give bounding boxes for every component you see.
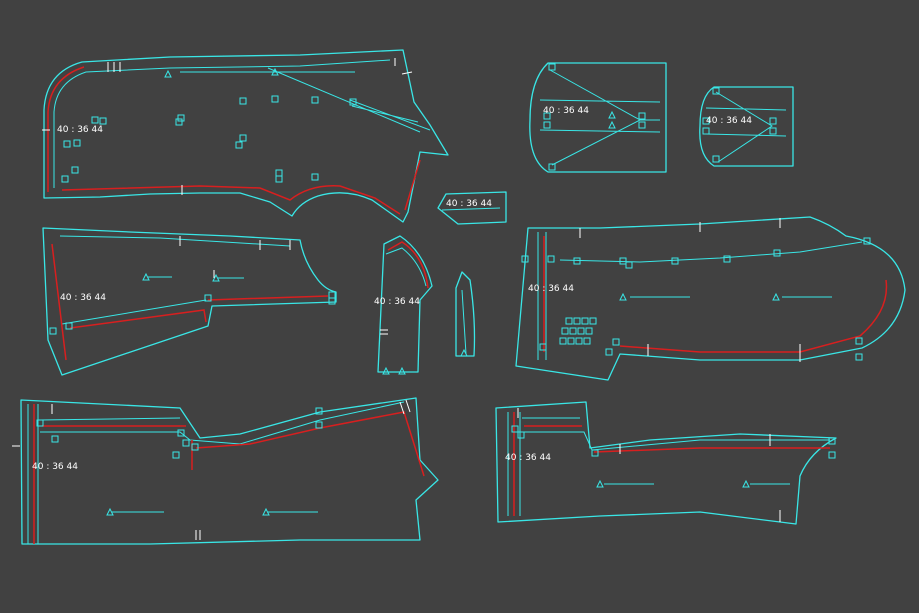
trouser-back-notches: [517, 408, 781, 522]
sleeve-top-outline: [515, 216, 906, 381]
piece-trouser-back[interactable]: 40 : 36 44: [495, 401, 837, 525]
sleeve-top-size-label: 40 : 36 44: [528, 284, 574, 294]
front-panel-grain-arrow-2: [271, 67, 279, 76]
back-panel-markers: [49, 291, 336, 335]
back-panel-notches: [179, 236, 291, 278]
trouser-front-seam: [33, 404, 425, 544]
front-panel-notches: [42, 58, 413, 195]
sleeve-top-seam: [543, 236, 888, 353]
small-strip-outline: [455, 271, 476, 357]
piece-small-strip[interactable]: [455, 271, 476, 357]
piece-back-panel[interactable]: 40 : 36 44: [42, 227, 337, 376]
lining-small-outline: [699, 86, 794, 167]
sleeve-top-inner: [537, 232, 863, 360]
pocket-flap-outline: [437, 191, 507, 225]
back-panel-outline: [42, 227, 337, 376]
trouser-front-inner: [27, 401, 405, 544]
front-panel-outline: [43, 49, 449, 223]
front-panel-size-label: 40 : 36 44: [57, 125, 103, 135]
trouser-back-seam: [513, 412, 830, 516]
trouser-back-outline: [495, 401, 837, 525]
collar-band-size-label: 40 : 36 44: [374, 297, 420, 307]
sleeve-top-markers: [521, 237, 871, 361]
back-panel-size-label: 40 : 36 44: [60, 293, 106, 303]
lining-large-markers: [543, 63, 646, 171]
piece-trouser-front[interactable]: 40 : 36 44: [12, 397, 439, 545]
lining-small-size-label: 40 : 36 44: [706, 116, 752, 126]
piece-pocket-flap[interactable]: 40 : 36 44: [437, 191, 507, 225]
piece-front-panel[interactable]: 40 : 36 44: [42, 49, 449, 223]
front-panel-inner: [53, 59, 391, 188]
sleeve-top-notches: [579, 218, 801, 362]
trouser-back-inner: [507, 412, 830, 516]
collar-band-inner: [385, 247, 427, 287]
front-panel-grain-arrow: [164, 69, 172, 78]
back-panel-seam: [51, 243, 329, 361]
back-panel-inner: [59, 235, 291, 325]
piece-lining-large[interactable]: 40 : 36 44: [529, 62, 667, 173]
lining-large-size-label: 40 : 36 44: [543, 106, 589, 116]
lining-large-inner: [539, 69, 661, 166]
trouser-front-outline: [20, 397, 439, 545]
pocket-flap-inner: [441, 207, 501, 211]
lining-small-markers: [702, 87, 777, 163]
trouser-front-notches: [12, 399, 411, 540]
piece-lining-small[interactable]: 40 : 36 44: [699, 86, 794, 167]
trouser-front-size-label: 40 : 36 44: [32, 462, 78, 472]
front-panel-seam: [47, 66, 421, 215]
trouser-back-size-label: 40 : 36 44: [505, 453, 551, 463]
front-panel-markers: [61, 95, 357, 183]
front-panel-dart: [267, 67, 431, 133]
collar-band-outline: [377, 235, 433, 373]
pocket-flap-size-label: 40 : 36 44: [446, 199, 492, 209]
trouser-front-markers: [36, 407, 323, 459]
trouser-back-markers: [511, 425, 836, 459]
lining-small-inner: [705, 91, 787, 163]
piece-collar-band[interactable]: 40 : 36 44: [374, 235, 433, 375]
lining-large-outline: [529, 62, 667, 173]
piece-sleeve-top[interactable]: 40 : 36 44: [515, 216, 906, 381]
